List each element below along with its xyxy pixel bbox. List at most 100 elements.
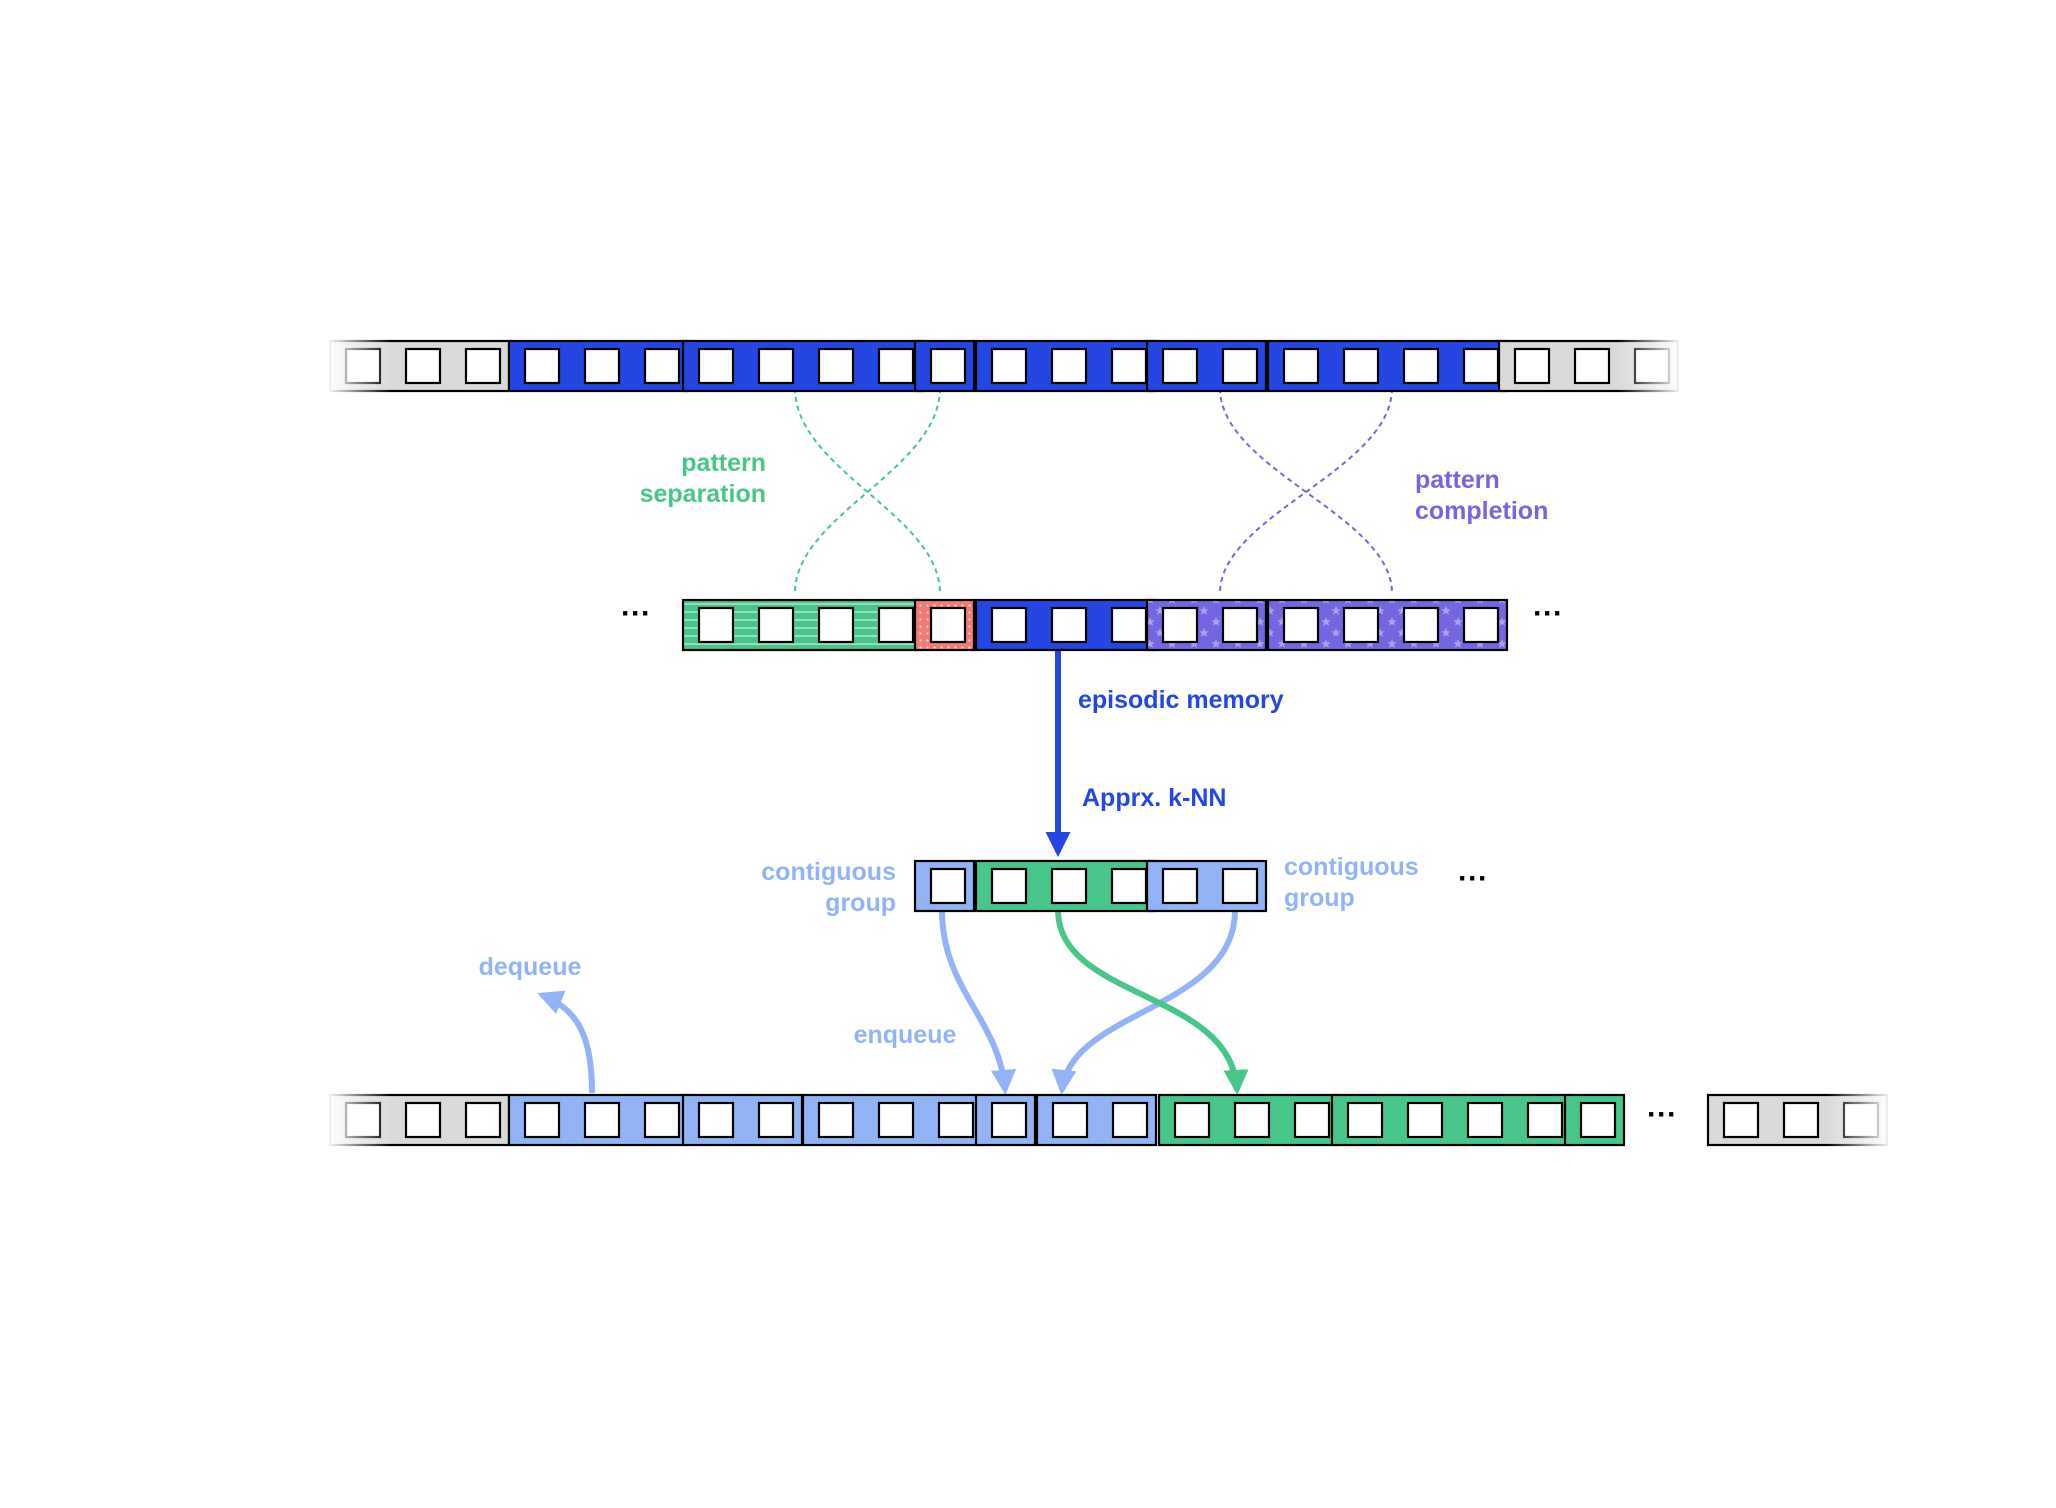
connectors bbox=[537, 387, 1393, 1096]
memory-cell bbox=[1282, 347, 1320, 385]
text-labels: pattern separation pattern completion ep… bbox=[479, 449, 1677, 1131]
memory-cell bbox=[583, 347, 621, 385]
memory-cell bbox=[877, 347, 915, 385]
memory-cell bbox=[1161, 867, 1199, 905]
pattern-separation-curve-b bbox=[794, 387, 941, 594]
memory-cell bbox=[697, 1101, 735, 1139]
contiguous-group-right-line1: contiguous bbox=[1284, 853, 1419, 881]
top-stream-block bbox=[681, 339, 924, 393]
knn-label: Apprx. k-NN bbox=[1082, 784, 1226, 812]
ellipsis-middle-left: ··· bbox=[621, 597, 651, 630]
memory-cell bbox=[990, 347, 1028, 385]
memory-cell bbox=[1342, 606, 1380, 644]
top-stream-block bbox=[1495, 337, 1683, 395]
dequeue-label: dequeue bbox=[479, 953, 582, 981]
retrieved-block bbox=[974, 859, 1157, 913]
contiguous-group-right-line2: group bbox=[1284, 884, 1355, 912]
memory-cell bbox=[1233, 1101, 1271, 1139]
memory-cell bbox=[1161, 347, 1199, 385]
retrieved-block bbox=[913, 859, 976, 913]
memory-cell bbox=[1462, 347, 1500, 385]
memory-cell bbox=[929, 606, 967, 644]
memory-cell bbox=[757, 606, 795, 644]
buffer-block bbox=[1704, 1091, 1892, 1149]
memory-cell bbox=[757, 347, 795, 385]
memory-cell bbox=[1050, 867, 1088, 905]
retrieved-block bbox=[1145, 859, 1268, 913]
memory-cell bbox=[697, 606, 735, 644]
buffer-block bbox=[1563, 1093, 1626, 1147]
memory-cell bbox=[990, 606, 1028, 644]
memory-cell bbox=[1051, 1101, 1089, 1139]
memory-cell bbox=[1466, 1101, 1504, 1139]
middle-events-block bbox=[913, 598, 976, 652]
buffer-block bbox=[1157, 1093, 1340, 1147]
memory-cell bbox=[1526, 1101, 1564, 1139]
memory-cell bbox=[1161, 606, 1199, 644]
episodic-memory-label: episodic memory bbox=[1078, 686, 1284, 714]
memory-cell bbox=[643, 1101, 681, 1139]
memory-cell bbox=[1110, 867, 1148, 905]
memory-cell bbox=[1050, 347, 1088, 385]
top-stream-block bbox=[974, 339, 1157, 393]
top-stream-block bbox=[913, 339, 976, 393]
top-stream-block bbox=[1145, 339, 1268, 393]
memory-cell bbox=[990, 1101, 1028, 1139]
memory-cell bbox=[1221, 867, 1259, 905]
memory-cell bbox=[583, 1101, 621, 1139]
memory-cell bbox=[1342, 347, 1380, 385]
memory-cell bbox=[877, 1101, 915, 1139]
memory-cell bbox=[1050, 606, 1088, 644]
pattern-separation-label-line1: pattern bbox=[681, 449, 766, 477]
middle-events-block bbox=[1266, 598, 1509, 652]
memory-cell bbox=[1282, 606, 1320, 644]
memory-cell bbox=[1402, 606, 1440, 644]
memory-cell bbox=[929, 347, 967, 385]
pattern-completion-curve-a bbox=[1219, 387, 1393, 594]
memory-cell bbox=[643, 347, 681, 385]
memory-cell bbox=[1402, 347, 1440, 385]
middle-events-block bbox=[681, 598, 924, 652]
ellipsis-buffer: ··· bbox=[1647, 1098, 1677, 1131]
memory-cell bbox=[929, 867, 967, 905]
memory-cell bbox=[1221, 347, 1259, 385]
pattern-completion-curve-b bbox=[1219, 387, 1393, 594]
ellipsis-middle-right: ··· bbox=[1533, 597, 1563, 630]
buffer-block bbox=[974, 1093, 1037, 1147]
memory-cell bbox=[817, 606, 855, 644]
memory-cell bbox=[817, 347, 855, 385]
memory-cell bbox=[757, 1101, 795, 1139]
middle-events-block bbox=[974, 598, 1157, 652]
memory-cell bbox=[523, 347, 561, 385]
pattern-separation-curve-a bbox=[794, 387, 941, 594]
top-stream-block bbox=[1266, 339, 1509, 393]
pattern-completion-label-line2: completion bbox=[1415, 497, 1548, 525]
contiguous-group-left-line2: group bbox=[825, 889, 896, 917]
green-transfer-arrow bbox=[1055, 909, 1249, 1096]
memory-cell bbox=[1110, 606, 1148, 644]
buffer-block bbox=[681, 1093, 804, 1147]
pattern-completion-label-line1: pattern bbox=[1415, 466, 1500, 494]
memory-cell bbox=[1173, 1101, 1211, 1139]
top-stream-block bbox=[326, 337, 514, 395]
memory-cell bbox=[1221, 606, 1259, 644]
enqueue-arrow-right bbox=[1051, 909, 1238, 1096]
buffer-block bbox=[507, 1093, 690, 1147]
memory-cell bbox=[697, 347, 735, 385]
memory-blocks bbox=[326, 337, 1892, 1149]
memory-cell bbox=[877, 606, 915, 644]
memory-cell bbox=[1346, 1101, 1384, 1139]
contiguous-group-left-line1: contiguous bbox=[761, 858, 896, 886]
buffer-block bbox=[326, 1091, 514, 1149]
memory-cell bbox=[1110, 347, 1148, 385]
enqueue-arrow-left bbox=[939, 909, 1017, 1096]
buffer-block bbox=[801, 1093, 984, 1147]
memory-cell bbox=[1462, 606, 1500, 644]
dequeue-arrow bbox=[537, 990, 595, 1094]
memory-cell bbox=[937, 1101, 975, 1139]
buffer-block bbox=[1035, 1093, 1158, 1147]
ellipsis-retrieved: ··· bbox=[1458, 862, 1488, 895]
memory-cell bbox=[523, 1101, 561, 1139]
